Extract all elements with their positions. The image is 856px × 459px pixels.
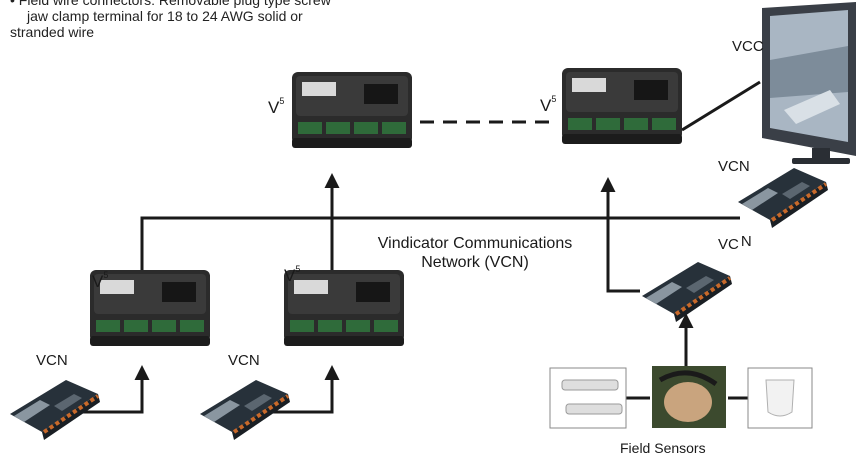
v5-controller-top-right-image xyxy=(562,68,682,144)
label-v5-top-right: V5 xyxy=(540,94,557,115)
label-network-line-2: Network (VCN) xyxy=(421,254,529,271)
vcn-backbone-line xyxy=(140,216,740,292)
label-vcc: VCC xyxy=(732,38,764,55)
note-line-3: stranded wire xyxy=(10,24,95,40)
vcn-board-bottom-mid-image xyxy=(198,378,292,442)
label-network-line-1: Vindicator Communications xyxy=(377,235,573,252)
field-wire-note: • Field wire connectors: Removable plug … xyxy=(10,0,430,40)
sensor-photo-image xyxy=(652,366,726,428)
vcn-board-mid-right-image xyxy=(640,260,734,324)
vcn-board-right-image xyxy=(736,166,830,230)
vcn-board-bottom-left-image xyxy=(8,378,102,442)
arrow-to-v5-bottom-mid xyxy=(262,365,340,414)
label-field-sensors: Field Sensors xyxy=(620,440,706,456)
label-network: Vindicator Communications Network (VCN) xyxy=(340,234,610,272)
label-vcn-bottom-left: VCN xyxy=(36,352,68,369)
arrows xyxy=(70,173,694,414)
vcn-right-drop xyxy=(606,218,640,293)
v5-controller-top-left-image xyxy=(292,72,412,148)
vcc-monitor-image xyxy=(762,2,856,164)
vcc-link xyxy=(681,80,761,132)
label-vcn-bottom-mid: VCN xyxy=(228,352,260,369)
label-v5-bottom-left: V5 xyxy=(92,270,109,291)
arrow-to-v5-bottom-left xyxy=(70,365,150,414)
label-v5-top-left: V5 xyxy=(268,96,285,117)
sensor-motion-detector-image xyxy=(747,367,813,429)
connection-lines xyxy=(140,80,761,400)
v5-controller-bottom-mid-image xyxy=(284,270,404,346)
sensor-magnetic-contact-image xyxy=(549,367,627,429)
label-v5-bottom-mid: V5 xyxy=(284,264,301,285)
note-line-1: • Field wire connectors: Removable plug … xyxy=(10,0,331,8)
label-vcn-right: VCN xyxy=(718,158,750,175)
note-line-2: jaw clamp terminal for 18 to 24 AWG soli… xyxy=(27,8,303,24)
